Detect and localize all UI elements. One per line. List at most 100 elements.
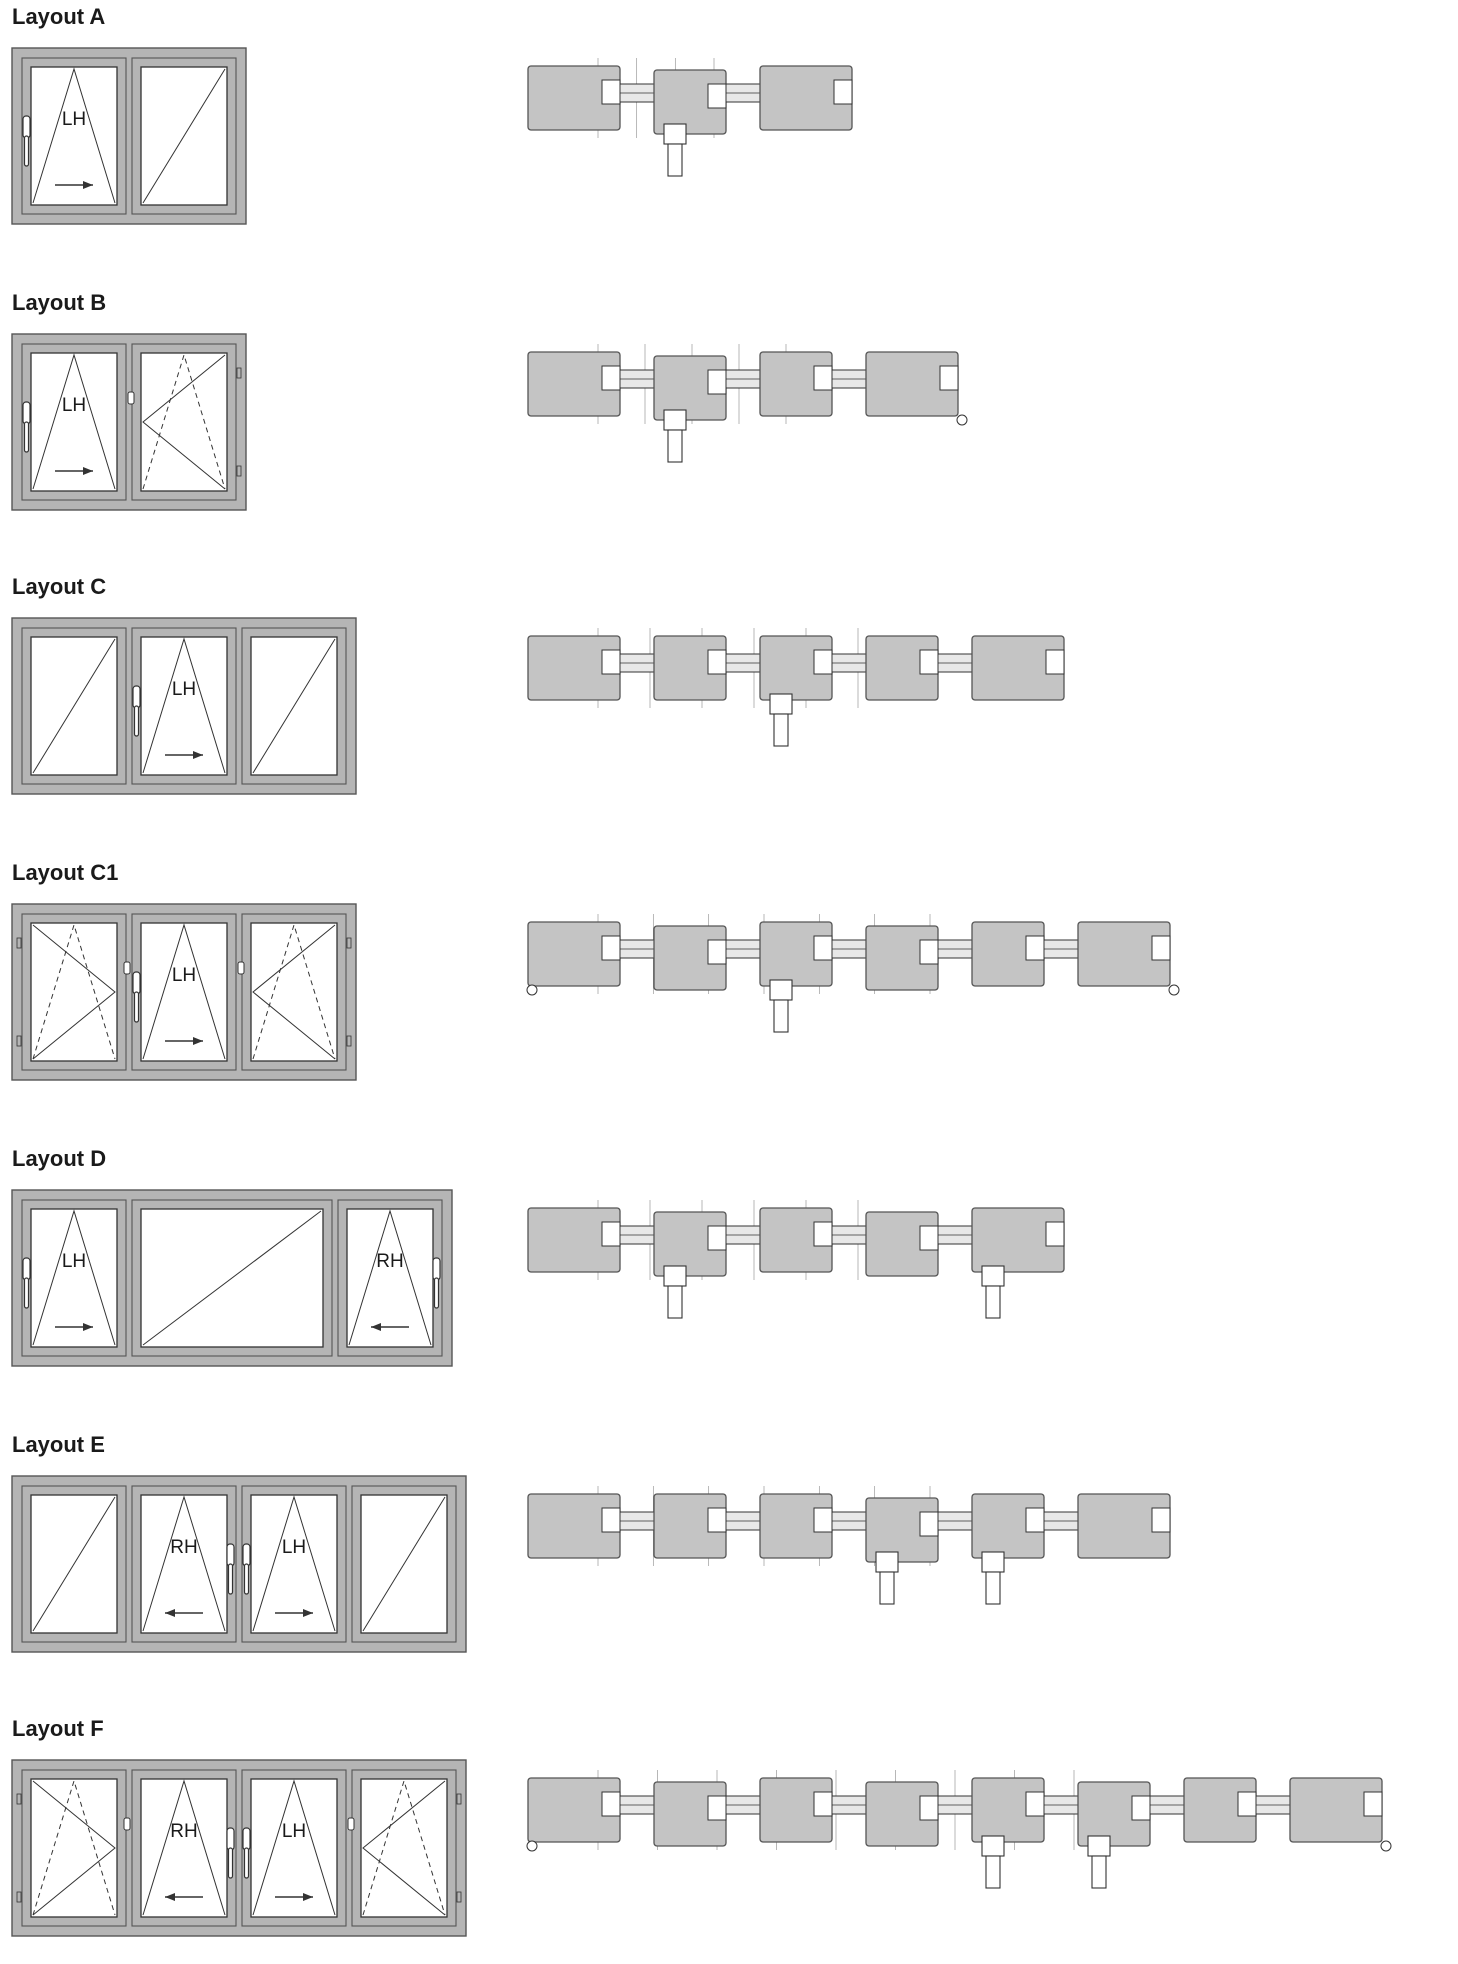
glass-pane: [140, 922, 228, 1062]
tilt-dashed-lines: [142, 353, 226, 490]
hinge-icon: [16, 1035, 22, 1047]
glass-pane: [30, 1208, 118, 1348]
glazing-bead: [813, 365, 833, 391]
glazing-bead: [1045, 1221, 1065, 1247]
handle-lever: [773, 713, 789, 747]
glazing-bead: [601, 649, 621, 675]
small-handle-icon: [123, 1817, 131, 1831]
glazing-bead: [707, 1507, 727, 1533]
arrow-head: [303, 1609, 313, 1617]
tilt-lines: [348, 1209, 432, 1346]
handle-base: [981, 1835, 1005, 1857]
layout-row: Layout A LH: [11, 4, 853, 225]
hinge-pin-icon: [956, 414, 968, 426]
handle-icon: [226, 1827, 235, 1851]
window-unit: [241, 627, 347, 785]
window-unit: LH: [21, 343, 127, 501]
glass-pane: [140, 1778, 228, 1918]
layout-row: Layout CLH: [11, 574, 1065, 795]
fixed-diagonal: [142, 68, 226, 204]
handle-lever: [879, 1571, 895, 1605]
glazing-bead: [601, 79, 621, 105]
window-unit: LH: [131, 913, 237, 1071]
small-handle-icon: [347, 1817, 355, 1831]
glazing-bead: [813, 1221, 833, 1247]
tilt-dashed-lines: [32, 923, 116, 1060]
window-unit: [347, 1769, 462, 1927]
handle-lever: [667, 429, 683, 463]
glass-pane: [360, 1778, 448, 1918]
window-unit: LH: [21, 57, 127, 215]
hinge-icon: [16, 1891, 22, 1903]
small-handle-icon: [123, 961, 131, 975]
window-unit: LH: [241, 1485, 347, 1643]
tilt-lines: [142, 923, 226, 1060]
window-unit: [131, 57, 237, 215]
handle-grip: [23, 135, 30, 167]
handle-grip: [133, 705, 140, 737]
handle-grip: [243, 1563, 250, 1595]
glass-pane: [140, 352, 228, 492]
tilt-lines: [252, 1495, 336, 1632]
glazing-bead: [813, 935, 833, 961]
handle-icon: [22, 115, 31, 139]
glazing-bead: [1151, 1507, 1171, 1533]
hand-label: RH: [170, 1537, 197, 1558]
handle-base: [981, 1265, 1005, 1287]
layout-title: Layout E: [12, 1432, 105, 1457]
glass-pane: [346, 1208, 434, 1348]
glass-pane: [30, 1778, 118, 1918]
tilt-lines: [252, 1779, 336, 1916]
handle-icon: [226, 1543, 235, 1567]
window-unit: LH: [21, 1199, 127, 1357]
hinge-icon: [16, 1793, 22, 1805]
handle-icon: [242, 1827, 251, 1851]
handle-grip: [23, 421, 30, 453]
tilt-lines: [32, 353, 116, 490]
arrow-head: [303, 1893, 313, 1901]
turn-lines: [32, 1780, 116, 1916]
hinge-pin-icon: [1168, 984, 1180, 996]
handle-grip: [227, 1847, 234, 1879]
handle-icon: [432, 1257, 441, 1281]
arrow-head: [165, 1893, 175, 1901]
small-handle-icon: [237, 961, 245, 975]
handle-grip: [243, 1847, 250, 1879]
handle-lever: [1091, 1855, 1107, 1889]
glazing-bead: [601, 1221, 621, 1247]
handle-icon: [242, 1543, 251, 1567]
hand-label: RH: [170, 1821, 197, 1842]
hinge-icon: [456, 1793, 462, 1805]
hinge-icon: [456, 1891, 462, 1903]
hand-label: LH: [282, 1537, 306, 1558]
tilt-dashed-lines: [32, 1779, 116, 1916]
section-handle: [663, 123, 687, 177]
glass-pane: [30, 922, 118, 1062]
glazing-bead: [601, 365, 621, 391]
glazing-bead: [707, 649, 727, 675]
section-handle: [663, 409, 687, 463]
tilt-dashed-lines: [362, 1779, 446, 1916]
window-unit: [16, 1769, 131, 1927]
window-unit: [21, 627, 127, 785]
arrow-head: [193, 1037, 203, 1045]
handle-base: [769, 979, 793, 1001]
glass-pane: [250, 922, 338, 1062]
glazing-bead: [707, 369, 727, 395]
hinge-pin-icon: [1380, 1840, 1392, 1852]
glazing-bead: [601, 1507, 621, 1533]
hand-label: LH: [62, 395, 86, 416]
hinge-icon: [346, 937, 352, 949]
fixed-diagonal: [32, 638, 116, 774]
glazing-bead: [813, 649, 833, 675]
layout-title: Layout A: [12, 4, 105, 29]
tilt-lines: [142, 637, 226, 774]
layout-title: Layout C: [12, 574, 106, 599]
turn-lines: [252, 924, 336, 1060]
glass-pane: [250, 1494, 338, 1634]
hand-label: LH: [172, 965, 196, 986]
handle-lever: [667, 1285, 683, 1319]
